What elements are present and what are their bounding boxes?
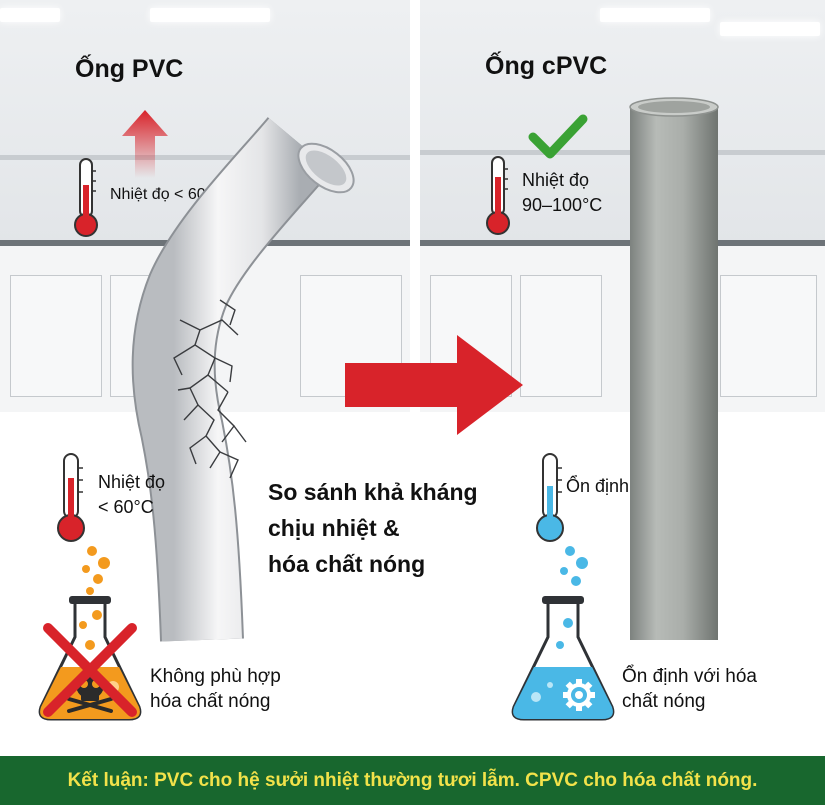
lab-cabinet	[10, 275, 102, 397]
hot-bubbles	[82, 546, 110, 595]
cpvc-lab-panel	[420, 0, 825, 412]
ceiling-light	[600, 8, 710, 22]
ceiling-light	[150, 8, 270, 22]
gear-icon	[563, 679, 595, 711]
cracked-pvc-pipe	[131, 116, 355, 642]
panel-divider	[410, 0, 420, 412]
cpvc-pipe	[629, 97, 719, 640]
thermometer-hot-icon	[486, 156, 510, 235]
right-arrow-icon	[345, 335, 523, 435]
cpvc-temperature-label: Nhiệt đọ 90–100°C	[522, 170, 603, 215]
thermometer-hot-icon	[74, 158, 98, 237]
pvc-flask-caption: Không phù hợp hóa chất nóng	[150, 666, 281, 712]
comparison-title: So sánh khả kháng chịu nhiệt & hóa chất …	[268, 479, 478, 577]
conclusion-text: Kết luận: PVC cho hệ sưởi nhiệt thường t…	[67, 769, 758, 791]
cool-bubbles	[560, 546, 588, 586]
thermometer-cool-icon	[536, 453, 564, 542]
lab-cabinet	[520, 275, 602, 397]
ceiling-light	[0, 8, 60, 22]
lab-shelf	[0, 155, 410, 160]
lab-cabinet	[720, 275, 817, 397]
conclusion-banner: Kết luận: PVC cho hệ sưởi nhiệt thường t…	[0, 756, 825, 805]
lower-cpvc-stability-label: Ổn định	[566, 476, 630, 496]
cpvc-heading: Ống cPVC	[485, 52, 608, 80]
thermometer-hot-icon	[57, 453, 85, 542]
pvc-heading: Ống PVC	[75, 55, 184, 83]
lower-pvc-temperature-label: Nhiệt đọ < 60°C	[98, 472, 166, 517]
lab-shelf	[420, 150, 825, 155]
cpvc-flask-caption: Ổn định với hóa chất nóng	[622, 666, 757, 712]
up-arrow-icon	[122, 110, 168, 178]
check-icon	[528, 114, 588, 159]
cross-icon	[43, 623, 137, 717]
ceiling-light	[720, 22, 820, 36]
